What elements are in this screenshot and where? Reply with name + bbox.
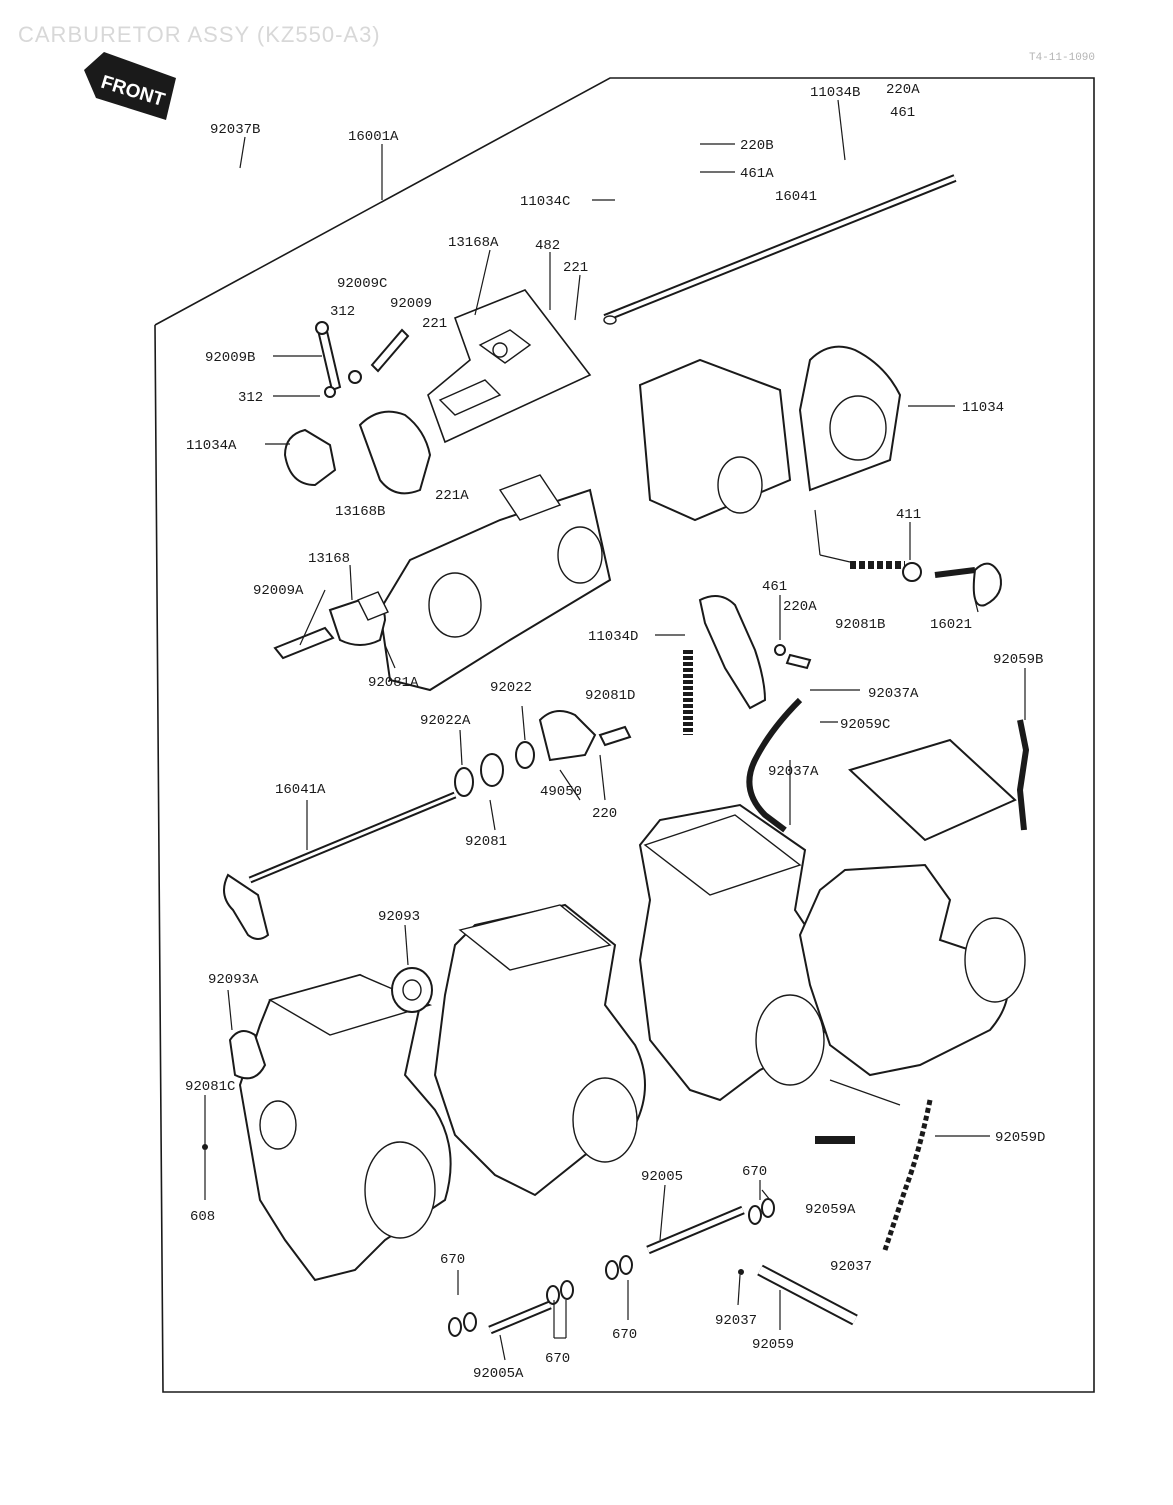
leader-lines [204, 99, 1026, 1361]
carburetor-2 [433, 903, 646, 1197]
diagram-title: CARBURETOR ASSY (KZ550-A3) [18, 22, 381, 47]
label-92059A: 92059A [805, 1202, 856, 1218]
label-16041A: 16041A [275, 782, 326, 798]
label-92037: 92037 [830, 1259, 872, 1275]
caps-parts [228, 967, 433, 1080]
label-11034: 11034 [962, 400, 1004, 416]
label-220A-mid: 220A [783, 599, 817, 615]
diagram-frame [154, 77, 1095, 1393]
label-13168B: 13168B [335, 504, 385, 520]
front-arrow-icon: FRONT [84, 52, 176, 120]
label-92005: 92005 [641, 1169, 683, 1185]
washer-set [454, 741, 535, 797]
label-220: 220 [592, 806, 617, 822]
label-92009B: 92009B [205, 350, 255, 366]
label-16041: 16041 [775, 189, 817, 205]
upper-bracket-assembly [427, 289, 592, 444]
choke-shaft [223, 791, 457, 940]
label-670-d: 670 [545, 1351, 570, 1367]
label-92081B: 92081B [835, 617, 885, 633]
label-92081C: 92081C [185, 1079, 235, 1095]
label-220A-top: 220A [886, 82, 920, 98]
label-461-mid: 461 [762, 579, 787, 595]
label-92037-b: 92037 [715, 1313, 757, 1329]
label-92037A-a: 92037A [868, 686, 919, 702]
label-92081: 92081 [465, 834, 507, 850]
carburetor-1 [238, 973, 452, 1282]
label-13168: 13168 [308, 551, 350, 567]
part-labels: 92037B 16001A 11034B 220A 461 220B 461A … [185, 82, 1045, 1382]
label-92093: 92093 [378, 909, 420, 925]
label-670-b: 670 [440, 1252, 465, 1268]
label-49050: 49050 [540, 784, 582, 800]
label-92059B: 92059B [993, 652, 1043, 668]
label-461-top: 461 [890, 105, 915, 121]
label-92009A: 92009A [253, 583, 304, 599]
label-220B: 220B [740, 138, 774, 154]
label-92037B: 92037B [210, 122, 260, 138]
label-92005A: 92005A [473, 1366, 524, 1382]
label-92059C: 92059C [840, 717, 890, 733]
label-221-a: 221 [563, 260, 588, 276]
fuel-hoses [746, 697, 1030, 1251]
label-221-b: 221 [422, 316, 447, 332]
label-92009C: 92009C [337, 276, 387, 292]
label-92081D: 92081D [585, 688, 635, 704]
throttle-shaft [603, 174, 957, 325]
diagram-reference-code: T4-11-1090 [1028, 52, 1095, 64]
fuel-pipes [202, 1144, 858, 1337]
idle-screw-parts [283, 321, 432, 495]
label-608: 608 [190, 1209, 215, 1225]
label-11034A: 11034A [186, 438, 237, 454]
label-16021: 16021 [930, 617, 972, 633]
label-92059: 92059 [752, 1337, 794, 1353]
label-461A: 461A [740, 166, 774, 182]
label-11034C: 11034C [520, 194, 570, 210]
label-92093A: 92093A [208, 972, 259, 988]
label-11034B: 11034B [810, 85, 860, 101]
label-670-c: 670 [612, 1327, 637, 1343]
label-312-b: 312 [238, 390, 263, 406]
throttle-stop-parts [850, 561, 1002, 607]
label-92037A-b: 92037A [768, 764, 819, 780]
label-92081A: 92081A [368, 675, 419, 691]
label-482: 482 [535, 238, 560, 254]
label-312-a: 312 [330, 304, 355, 320]
label-221A: 221A [435, 488, 469, 504]
label-16001A: 16001A [348, 129, 399, 145]
label-92059D: 92059D [995, 1130, 1045, 1146]
link-and-spring [538, 595, 812, 762]
label-92009: 92009 [390, 296, 432, 312]
linkage-plate [638, 345, 902, 522]
label-11034D: 11034D [588, 629, 638, 645]
label-92022: 92022 [490, 680, 532, 696]
choke-body-left [378, 474, 612, 692]
carburetor-4 [798, 738, 1026, 1077]
choke-plunger [273, 591, 389, 660]
carburetor-3 [638, 803, 835, 1102]
label-411: 411 [896, 507, 921, 523]
label-92022A: 92022A [420, 713, 471, 729]
label-670-a: 670 [742, 1164, 767, 1180]
label-13168A: 13168A [448, 235, 499, 251]
